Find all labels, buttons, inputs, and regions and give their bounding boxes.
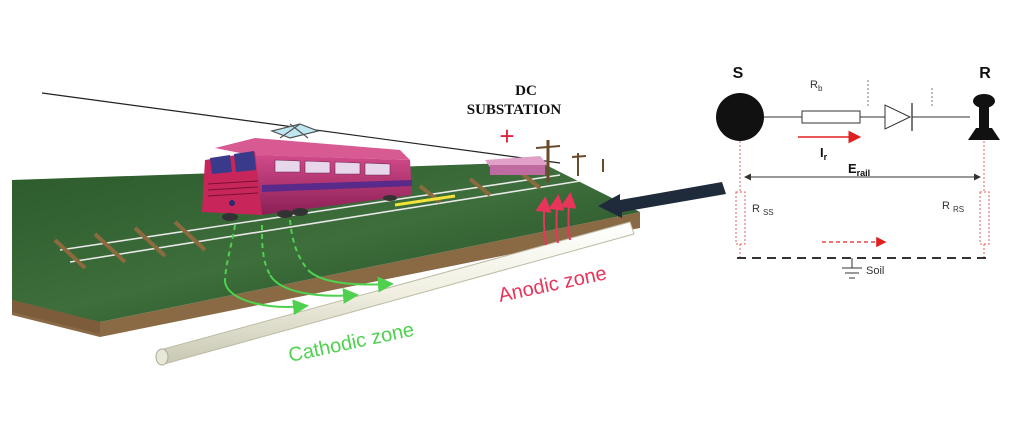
source-node (716, 93, 764, 141)
anodic-current-paths (535, 192, 577, 246)
current-label: Ir (820, 145, 828, 162)
substation-label-line2: SUBSTATION (467, 102, 562, 118)
source-node-label: S (733, 65, 744, 82)
cathodic-arrow-1 (224, 281, 309, 316)
cathodic-arrow-3 (307, 269, 394, 293)
cathodic-zone-label: Cathodic zone (286, 319, 416, 367)
cathodic-current-paths (224, 219, 394, 316)
anodic-arrow-3 (560, 192, 577, 241)
rail-node-label: R (979, 65, 991, 82)
soil-label: Soil (866, 265, 884, 277)
rrs-resistor (979, 191, 990, 245)
pantograph (270, 123, 320, 139)
grass-surface (12, 162, 640, 322)
substation-label-line1: DC (515, 83, 537, 99)
rss-resistor (735, 191, 746, 245)
railway-scene: DC SUBSTATION + Anodic zone Cathodic zon… (12, 83, 640, 367)
ground-symbol (842, 258, 862, 279)
pointer-arrow (598, 182, 726, 218)
rail-node (968, 94, 1000, 140)
cathodic-arrow-2 (269, 274, 359, 304)
buried-pipeline (155, 221, 635, 366)
rail-current-indicator (394, 194, 456, 207)
anodic-arrow-1 (535, 196, 552, 246)
equivalent-circuit: S Rb Ir R Erail (716, 65, 1000, 279)
rb-label: Rb (810, 79, 823, 93)
train (202, 123, 412, 221)
substation-building (485, 140, 604, 182)
substation-polarity: + (499, 121, 514, 151)
anodic-zone-label: Anodic zone (496, 262, 608, 306)
rb-resistor (801, 110, 861, 124)
anodic-arrow-2 (548, 194, 565, 244)
erail-label: Erail (848, 161, 870, 178)
diode (884, 103, 913, 131)
